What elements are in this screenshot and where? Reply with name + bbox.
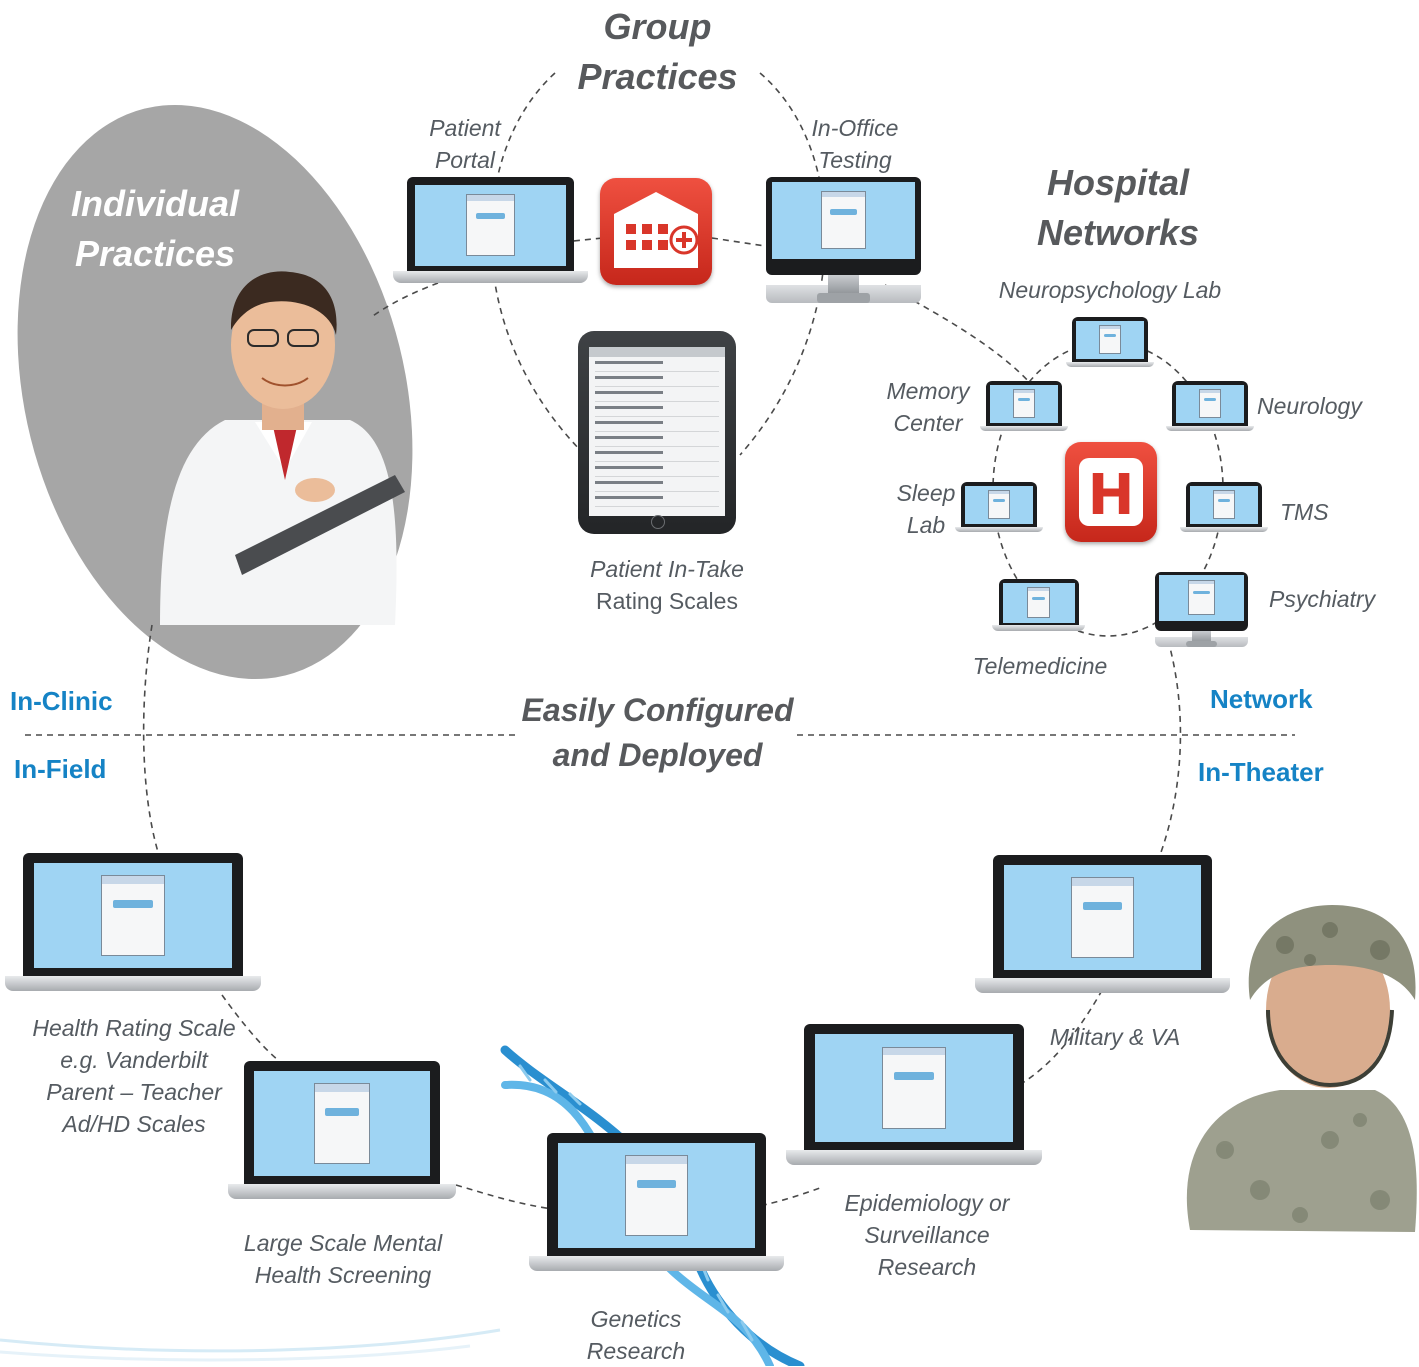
patient-intake-tablet <box>578 331 736 534</box>
zone-in-field: In-Field <box>14 754 107 784</box>
neurology-label: Neurology <box>1257 393 1362 419</box>
memory-center-label: Memory Center <box>886 378 970 436</box>
patient-portal-label: Patient Portal <box>429 115 501 173</box>
zone-in-theater: In-Theater <box>1198 757 1324 787</box>
large-scale-screening-laptop <box>228 1061 456 1199</box>
hospital-networks-title: Hospital Networks <box>1036 162 1200 253</box>
epidemiology-laptop <box>786 1024 1042 1165</box>
group-practices-title: Group Practices <box>577 6 738 97</box>
clinic-field-left-connector <box>142 624 159 853</box>
tms-laptop <box>1180 482 1268 532</box>
military-va-laptop <box>975 855 1230 993</box>
psychiatry-monitor <box>1155 572 1248 647</box>
tms-label: TMS <box>1280 499 1329 525</box>
hospital-h-icon: H <box>1065 442 1157 542</box>
doctor-photo <box>160 271 405 625</box>
sleep-lab-laptop <box>955 482 1043 532</box>
in-office-testing-monitor <box>766 177 921 303</box>
telemedicine-laptop <box>992 579 1085 631</box>
hospital-building-icon <box>600 178 712 285</box>
patient-intake-label: Patient In-Take Rating Scales <box>590 556 744 614</box>
individual-practices-title: Individual Practices <box>70 183 239 274</box>
patient-portal-laptop <box>393 177 588 283</box>
neuropsychology-lab-laptop <box>1066 317 1154 367</box>
sleep-lab-label: Sleep Lab <box>896 480 956 538</box>
easily-configured-title: Easily Configured and Deployed <box>521 692 794 773</box>
epidemiology-label: Epidemiology or Surveillance Research <box>844 1190 1010 1280</box>
military-va-label: Military & VA <box>1049 1024 1181 1050</box>
app-window <box>466 194 515 256</box>
network-theater-right-connector <box>1159 639 1182 856</box>
soldier-photo <box>1186 905 1417 1232</box>
neuropsychology-lab-label: Neuropsychology Lab <box>998 277 1222 303</box>
psychiatry-label: Psychiatry <box>1269 586 1376 612</box>
in-office-testing-label: In-Office Testing <box>811 115 899 173</box>
app-window <box>820 191 867 250</box>
neurology-laptop <box>1166 381 1254 431</box>
telemedicine-label: Telemedicine <box>972 653 1108 679</box>
health-rating-laptop <box>5 853 261 991</box>
genetics-research-laptop <box>529 1133 784 1271</box>
zone-network: Network <box>1210 684 1313 714</box>
genetics-research-label: Genetics Research <box>586 1306 686 1364</box>
health-rating-label: Health Rating Scale e.g. Vanderbilt Pare… <box>32 1015 236 1137</box>
memory-center-laptop <box>980 381 1068 431</box>
hospital-h-letter: H <box>1088 463 1135 528</box>
large-scale-screening-label: Large Scale Mental Health Screening <box>243 1230 443 1288</box>
zone-in-clinic: In-Clinic <box>10 686 113 716</box>
